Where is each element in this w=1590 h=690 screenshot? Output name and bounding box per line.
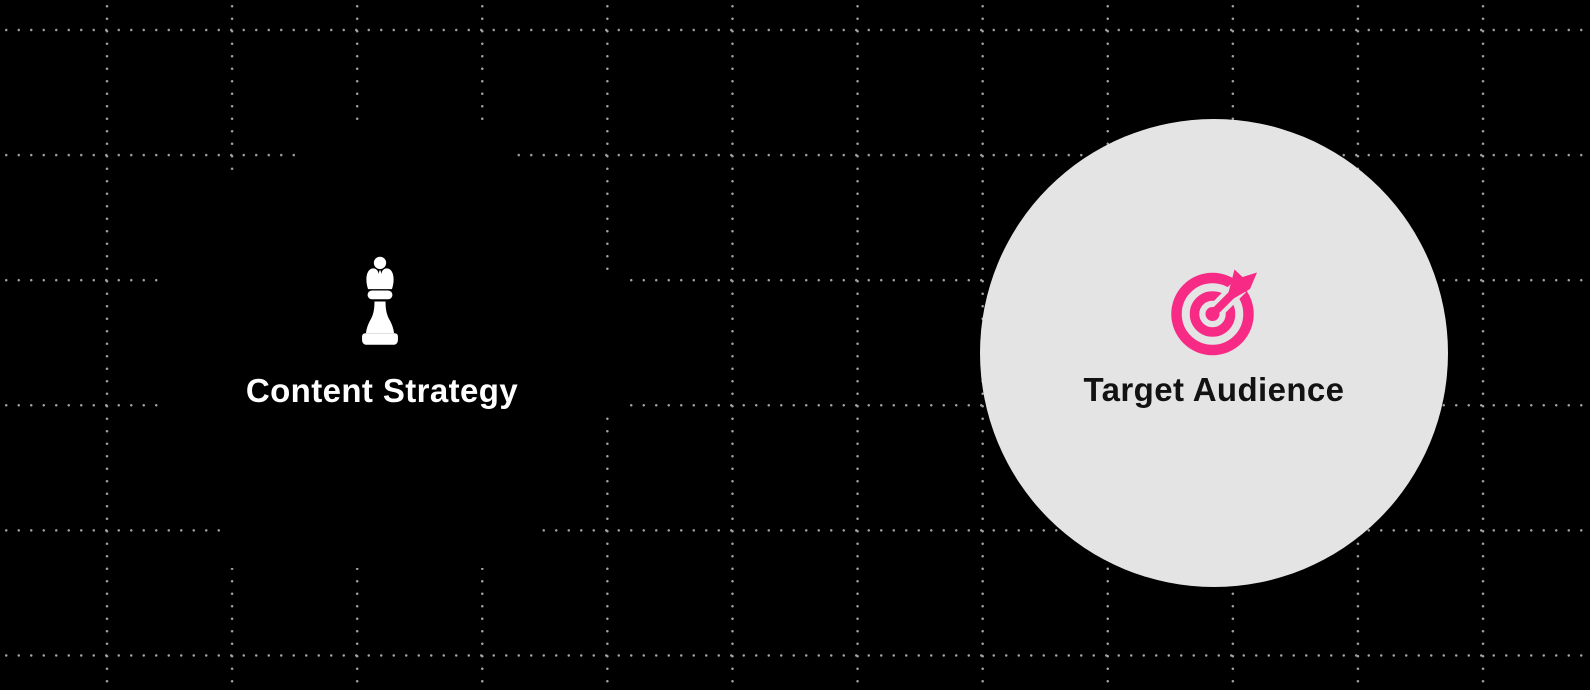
grid-occluder-card <box>295 122 510 192</box>
chess-queen-icon <box>362 256 398 345</box>
feature-label-target-audience: Target Audience <box>1083 371 1345 408</box>
grid-occluder-card <box>230 500 540 568</box>
feature-label-content-strategy: Content Strategy <box>245 372 519 409</box>
target-dart-icon <box>1171 269 1257 356</box>
feature-target-audience-bubble: Target Audience <box>980 119 1448 587</box>
grid-occluder-card <box>596 278 622 416</box>
